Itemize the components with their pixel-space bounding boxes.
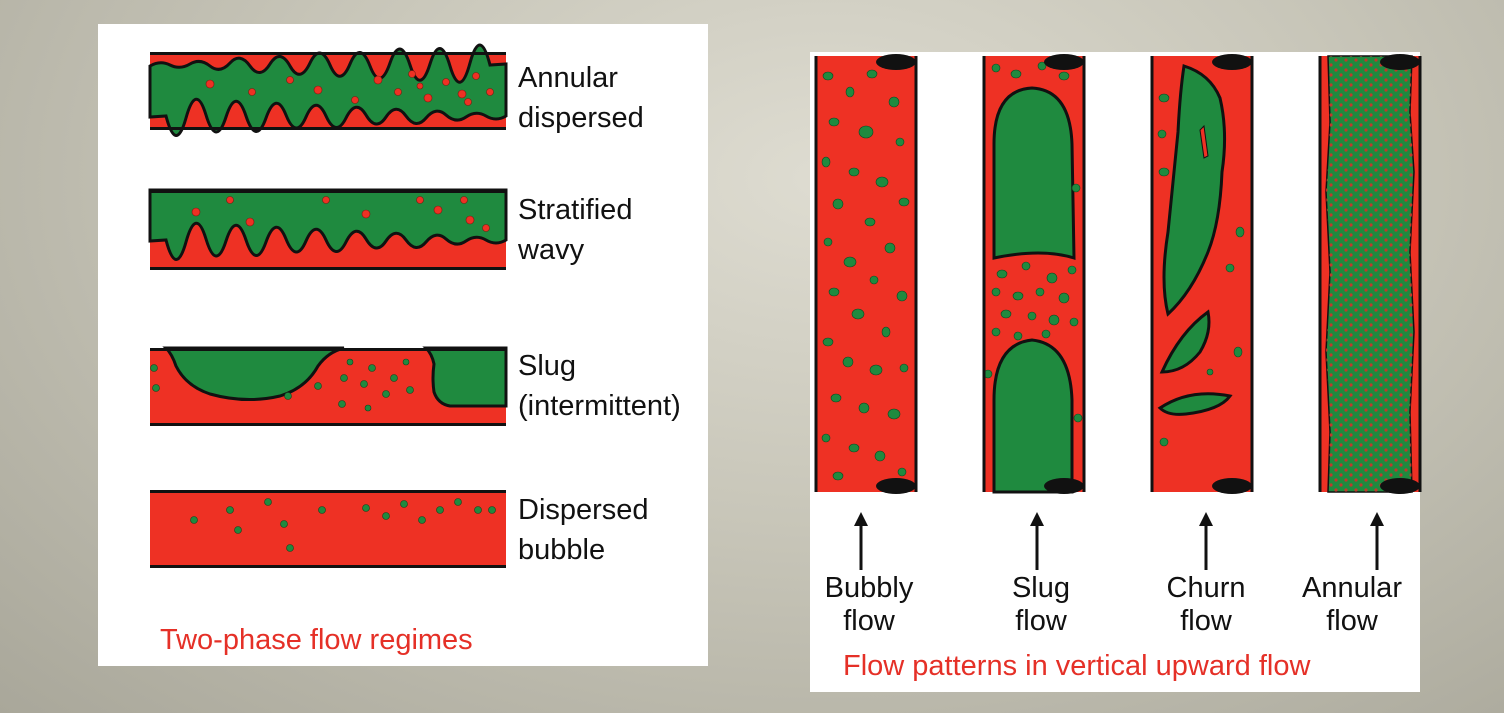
slug-intermittent-pipe	[150, 346, 508, 426]
arrow-up-icon	[1199, 512, 1213, 570]
left-panel-caption: Two-phase flow regimes	[160, 624, 473, 656]
regime-label-slug: Slug(intermittent)	[518, 350, 681, 422]
annular-dispersed-pipe	[148, 43, 508, 137]
dispersed-bubble-pipe	[150, 490, 506, 568]
bubbly-flow-tube	[814, 54, 918, 494]
stratified-wavy-pipe	[148, 188, 508, 270]
slug-flow-tube	[982, 54, 1086, 494]
arrow-up-icon	[1370, 512, 1384, 570]
annular-flow-tube	[1318, 54, 1422, 494]
churn-flow-tube	[1150, 54, 1254, 494]
arrow-up-icon	[854, 512, 868, 570]
arrow-up-icon	[1030, 512, 1044, 570]
right-panel-caption: Flow patterns in vertical upward flow	[843, 650, 1311, 682]
